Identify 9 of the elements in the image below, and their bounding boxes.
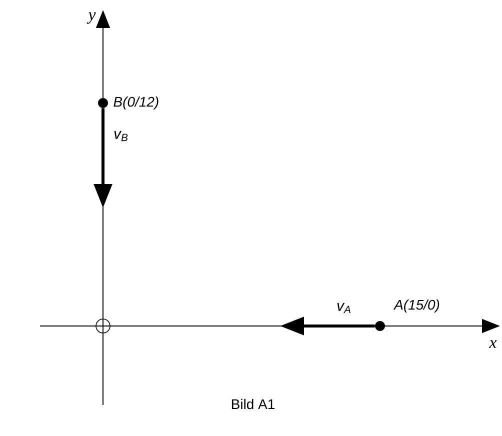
point-dot — [98, 98, 108, 108]
axis-label: y — [86, 12, 96, 24]
caption: Bild A1 — [232, 398, 274, 410]
point-dot — [375, 321, 385, 331]
point-label: B(0/12) — [114, 96, 158, 110]
edge-label: v$_{B}$ — [114, 130, 128, 142]
point-label: A(15/0) — [393, 299, 440, 313]
edge-label: v$_{A}$ — [337, 302, 350, 314]
axis-label: x — [489, 340, 497, 348]
